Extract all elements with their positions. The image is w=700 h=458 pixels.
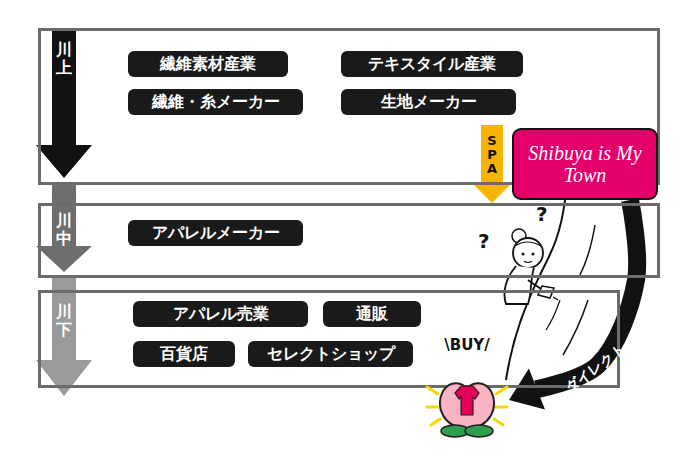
node-text: アパレルメーカー [140, 223, 291, 243]
tshirt [455, 386, 479, 415]
stream-band: 川中 アパレルメーカー [38, 203, 660, 278]
question-mark: ? [478, 230, 490, 252]
stream-band: 川下 アパレル売業 通販百貨店 セレクトショップ [38, 290, 620, 388]
sparkle-ray [495, 406, 507, 409]
industry-label: 生地メーカー [341, 89, 516, 115]
sparkle-ray [431, 419, 440, 425]
node-text: 繊維素材産業 [140, 54, 276, 74]
leaf [465, 425, 493, 437]
peach-body [440, 383, 494, 429]
node-text: アパレル売業 [145, 304, 296, 324]
node-text: テキスタイル産業 [353, 54, 511, 74]
sparkle-ray [427, 387, 438, 394]
industry-label: アパレル売業 [133, 301, 308, 327]
industry-label: アパレルメーカー [128, 220, 303, 246]
question-mark: ? [536, 203, 548, 225]
industry-label: 百貨店 [133, 341, 235, 367]
industry-label: 繊維・糸メーカー [128, 89, 303, 115]
sparkle-ray [427, 406, 439, 409]
node-text: 百貨店 [145, 344, 223, 364]
band-heading: 川下 [56, 303, 72, 338]
arrow-head [509, 369, 545, 410]
stream-line [546, 300, 560, 330]
node-text: 繊維・糸メーカー [140, 92, 291, 112]
peach-icon [425, 359, 509, 439]
arrow-head [472, 183, 512, 203]
industry-label: セレクトショップ [248, 341, 413, 367]
node-text: Shibuya is My Town [522, 142, 648, 186]
motion-line [553, 292, 563, 300]
flow-arrow [472, 125, 512, 203]
industry-label: 繊維素材産業 [128, 51, 288, 77]
upstream-arrow [36, 28, 92, 178]
node-text: 生地メーカー [353, 92, 504, 112]
person-head [513, 238, 543, 268]
band-heading: 川上 [56, 41, 72, 76]
eye [522, 253, 525, 256]
arrow-label: SPA [486, 133, 499, 176]
mouth [524, 261, 532, 263]
person-body [504, 266, 534, 304]
sparkle-ray [496, 387, 507, 394]
arrow-shaft [536, 200, 637, 389]
industry-label: 通販 [323, 301, 421, 327]
node-text: セレクトショップ [260, 344, 401, 364]
midstream-arrow [36, 183, 92, 272]
node-text: \BUY/ [425, 335, 509, 355]
industry-label: テキスタイル産業 [341, 51, 523, 77]
downstream-arrow [36, 276, 92, 396]
hair-line [515, 242, 541, 246]
stream-line [580, 225, 595, 275]
buy-peach: \BUY/ [425, 335, 509, 440]
arrow-shaft [481, 125, 503, 184]
band-heading: 川中 [56, 212, 72, 247]
eye [532, 253, 535, 256]
stream-line [563, 300, 588, 355]
brand-box: Shibuya is My Town [512, 128, 658, 200]
node-text: 通販 [335, 304, 409, 324]
sparkle-ray [494, 419, 503, 425]
